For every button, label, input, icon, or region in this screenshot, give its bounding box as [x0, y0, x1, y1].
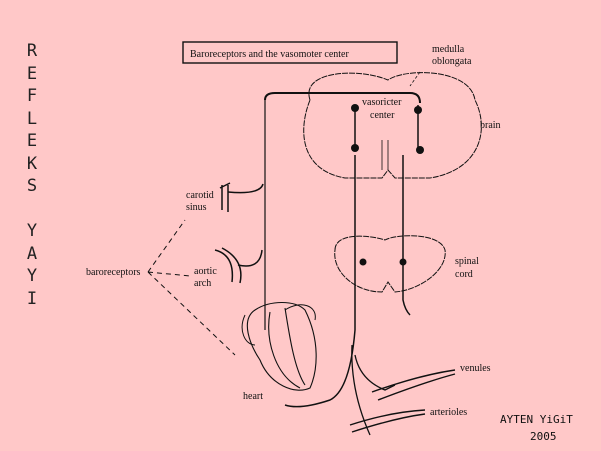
heart-vessels [241, 304, 316, 346]
label-vasomotor: vasoricter [362, 97, 402, 108]
arterioles-vessel [349, 409, 426, 433]
side-title-letter: Y [26, 266, 38, 286]
credit-year: 2005 [530, 430, 557, 443]
spinal-cord-outline [334, 235, 446, 293]
brain-midline [381, 140, 389, 170]
side-title-letter: I [26, 288, 38, 309]
neuron-cell-body [416, 146, 424, 154]
side-title-letter: R [26, 41, 38, 61]
label-venules: venules [460, 363, 491, 374]
medulla-pointer [409, 71, 421, 87]
label-cord: cord [455, 269, 473, 280]
side-title-letter: A [26, 243, 38, 264]
label-brain: brain [480, 120, 501, 131]
neuron-cell-body [359, 258, 367, 266]
brain-outline [303, 72, 482, 179]
baroreceptor-dashed-lines [147, 219, 236, 356]
label-baroreceptors: baroreceptors [86, 267, 141, 278]
side-title-letter: L [26, 108, 38, 129]
label-arch: arch [194, 278, 211, 289]
label-arterioles: arterioles [430, 407, 467, 418]
side-title-letter: S [26, 176, 38, 196]
author-credit: AYTEN YiGiT [500, 413, 573, 426]
neuron-cell-body [399, 258, 407, 266]
afferent-nerve [264, 92, 421, 104]
aortic-arch-vessel [214, 247, 242, 284]
afferent-nerve-branches [227, 183, 264, 267]
efferent-vessel-branches [351, 344, 396, 436]
neuron-cell-body [414, 106, 422, 114]
neuron-cell-body [351, 104, 359, 112]
side-title-letter: F [26, 86, 38, 106]
title-box [182, 41, 398, 64]
label-carotid: carotid [186, 190, 214, 201]
side-title-letter: Y [26, 221, 38, 241]
carotid-sinus-vessel [219, 182, 231, 212]
label-medulla: medulla [432, 44, 465, 55]
label-heart: heart [243, 391, 263, 402]
side-title-letter: K [26, 153, 38, 174]
label-center: center [370, 110, 395, 121]
side-title-letter: E [26, 63, 38, 84]
neuron-cell-body [351, 144, 359, 152]
efferent-neurons [284, 105, 419, 408]
label-oblongata: oblongata [432, 56, 472, 67]
heart-drawing [246, 301, 317, 391]
label-spinal: spinal [455, 256, 479, 267]
neuron-cell-bodies [351, 104, 424, 266]
label-aortic: aortic [194, 266, 217, 277]
diagram-title: Baroreceptors and the vasomoter center [190, 49, 349, 60]
venules-vessel [371, 369, 456, 401]
label-sinus: sinus [186, 202, 207, 213]
side-title-letter: E [26, 131, 38, 151]
